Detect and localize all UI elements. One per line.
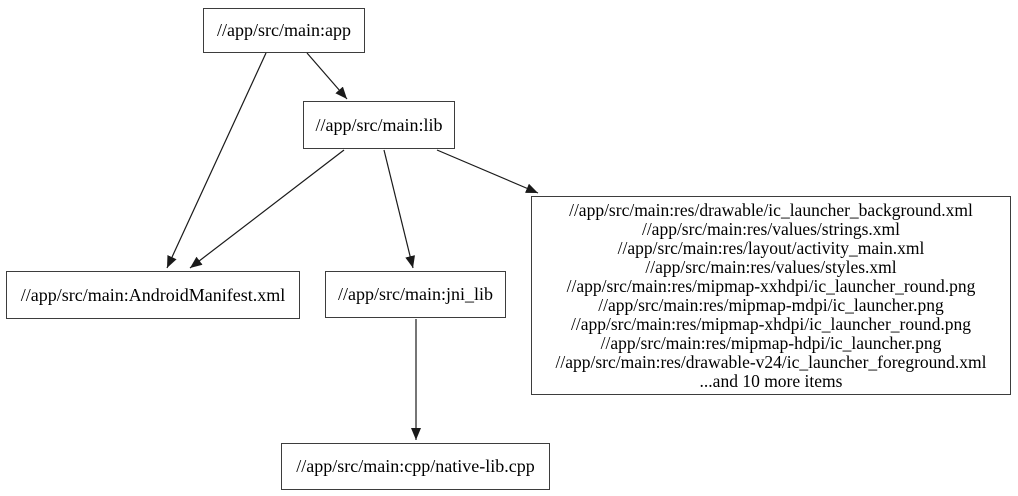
- node-lib: //app/src/main:lib: [303, 101, 455, 149]
- resources-more-items: ...and 10 more items: [699, 370, 843, 391]
- node-lib-label: //app/src/main:lib: [315, 114, 443, 135]
- node-jni-lib: //app/src/main:jni_lib: [325, 271, 506, 318]
- edge-lib-to-jni-lib: [383, 149, 415, 269]
- node-app-label: //app/src/main:app: [217, 20, 351, 40]
- resource-item: //app/src/main:res/layout/activity_main.…: [617, 237, 925, 258]
- node-jni-lib-label: //app/src/main:jni_lib: [338, 284, 493, 304]
- resource-item: //app/src/main:res/values/styles.xml: [645, 256, 897, 277]
- edge-lib-to-manifest: [189, 149, 345, 269]
- resource-item: //app/src/main:res/mipmap-mdpi/ic_launch…: [598, 294, 944, 315]
- node-native-lib-cpp-label: //app/src/main:cpp/native-lib.cpp: [296, 456, 535, 476]
- node-native-lib-cpp: //app/src/main:cpp/native-lib.cpp: [281, 443, 550, 490]
- resource-item: //app/src/main:res/drawable/ic_launcher_…: [569, 199, 973, 220]
- edge-app-to-manifest: [166, 52, 267, 269]
- node-android-manifest: //app/src/main:AndroidManifest.xml: [6, 271, 300, 319]
- resource-item: //app/src/main:res/values/strings.xml: [641, 218, 901, 239]
- resource-item: //app/src/main:res/mipmap-xhdpi/ic_launc…: [571, 313, 971, 334]
- node-resources-group: //app/src/main:res/drawable/ic_launcher_…: [531, 196, 1011, 395]
- node-app: //app/src/main:app: [203, 8, 365, 53]
- resource-item: //app/src/main:res/mipmap-hdpi/ic_launch…: [600, 332, 942, 353]
- edge-app-to-lib: [306, 52, 348, 100]
- resource-item: //app/src/main:res/drawable-v24/ic_launc…: [555, 351, 987, 372]
- node-android-manifest-label: //app/src/main:AndroidManifest.xml: [20, 284, 286, 305]
- edge-lib-to-resources: [436, 149, 539, 194]
- resource-item: //app/src/main:res/mipmap-xxhdpi/ic_laun…: [566, 275, 976, 296]
